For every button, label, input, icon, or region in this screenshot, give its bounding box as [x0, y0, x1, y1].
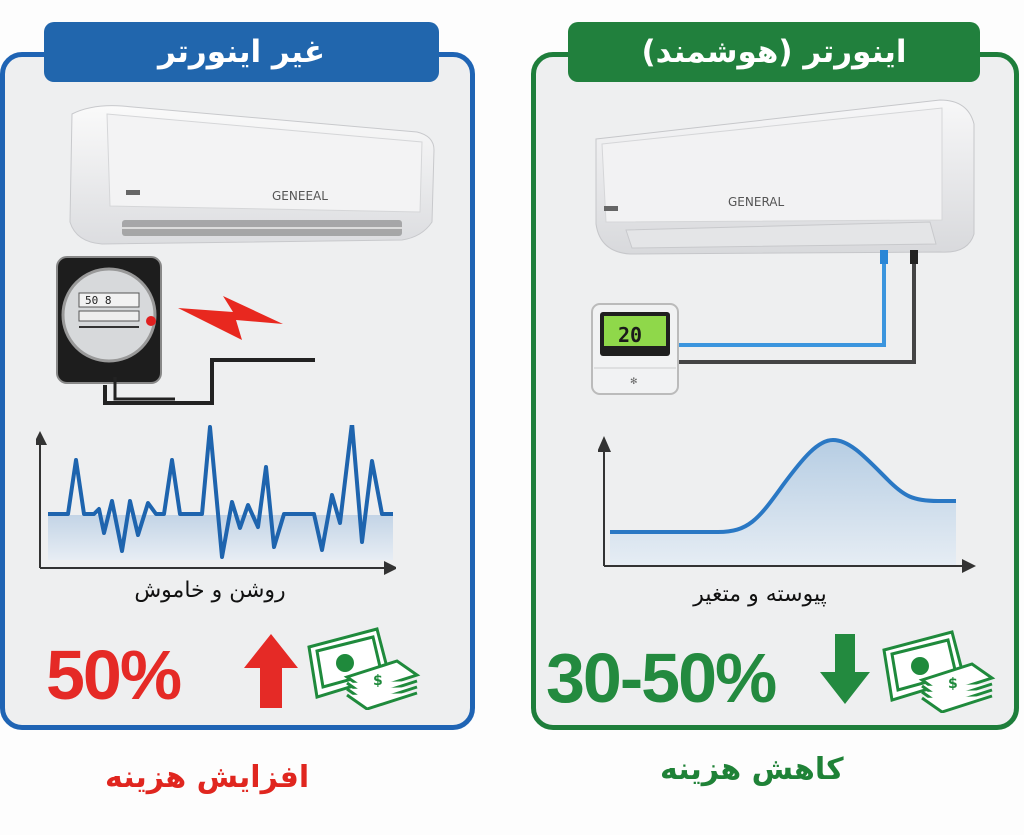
- thermostat-connection: [676, 250, 918, 364]
- svg-text:GENEEAL: GENEEAL: [272, 189, 328, 203]
- svg-text:50 8: 50 8: [85, 294, 112, 307]
- continuous-power-graph: [598, 436, 976, 573]
- money-stack-icon: $: [307, 627, 421, 710]
- ac-unit-non-inverter: GENEEAL: [69, 105, 435, 245]
- inverter-title: اینورتر (هوشمند): [568, 22, 980, 82]
- ac-unit-inverter: GENERAL: [595, 99, 975, 255]
- non-inverter-title: غیر اینورتر: [44, 22, 439, 82]
- svg-text:20: 20: [618, 323, 642, 347]
- svg-text:GENERAL: GENERAL: [728, 195, 785, 209]
- power-cable: [103, 358, 315, 405]
- cost-increase-label: افزایش هزینه: [105, 760, 310, 795]
- on-off-power-graph: [36, 425, 396, 575]
- svg-text:$: $: [373, 673, 383, 689]
- cost-reduction-value: 30-50%: [546, 639, 777, 717]
- cost-increase-value: 50%: [46, 636, 182, 714]
- on-off-caption: روشن و خاموش: [134, 578, 286, 603]
- down-arrow-icon: [820, 634, 870, 704]
- money-stack-icon: $: [882, 630, 996, 713]
- electric-meter-icon: 50 8: [56, 256, 175, 401]
- thermostat-icon: 20 ✻: [591, 303, 679, 395]
- svg-text:$: $: [948, 676, 958, 692]
- cost-reduction-label: کاهش هزینه: [660, 752, 844, 787]
- continuous-caption: پیوسته و متغیر: [693, 582, 827, 607]
- svg-text:✻: ✻: [630, 377, 638, 387]
- up-arrow-icon: [244, 634, 298, 708]
- lightning-icon: [178, 296, 283, 340]
